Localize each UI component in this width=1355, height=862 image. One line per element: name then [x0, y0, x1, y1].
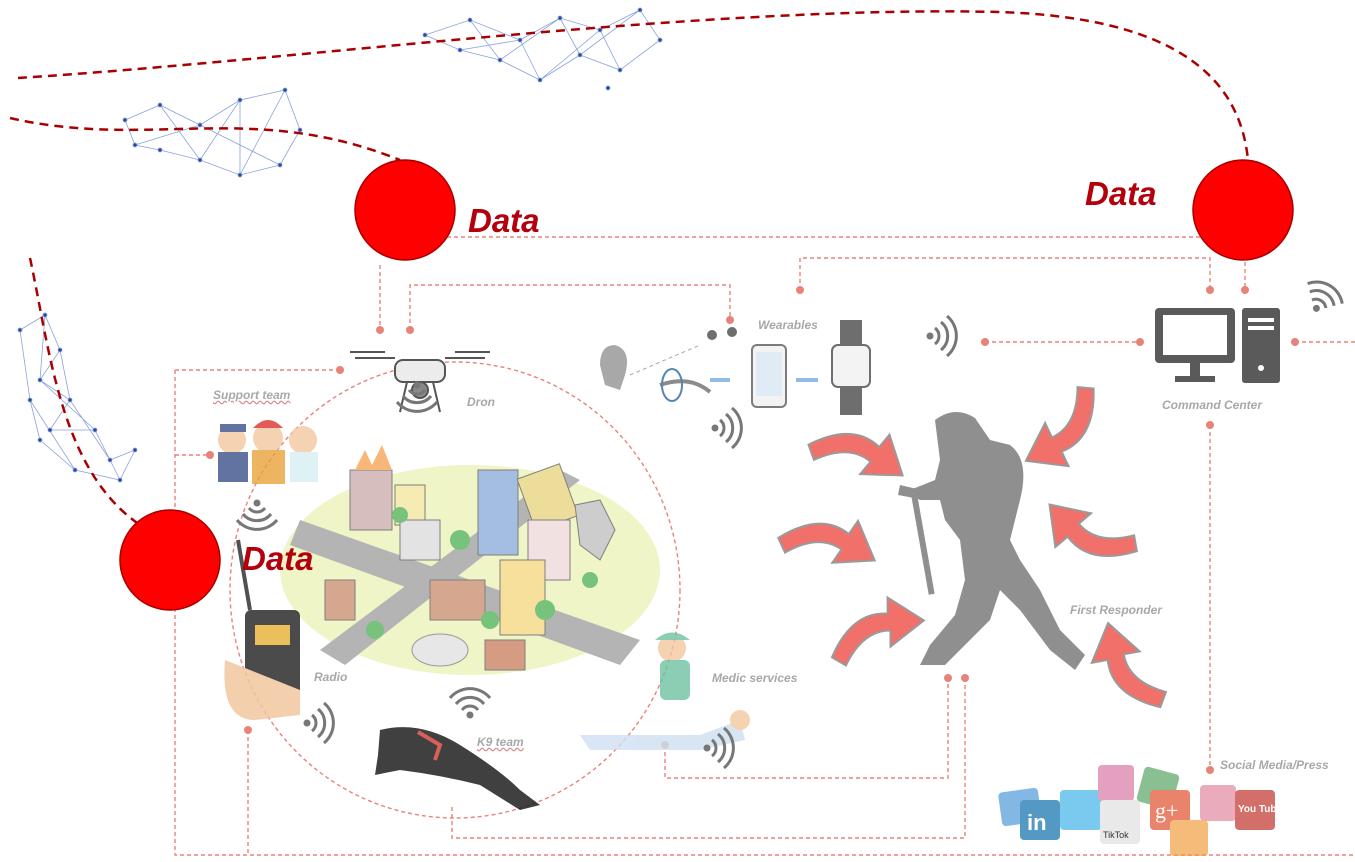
- city-illustration: [280, 445, 660, 675]
- wearables-label: Wearables: [758, 318, 818, 332]
- k9-signal-icon: [448, 687, 492, 720]
- data-label-top: Data: [468, 202, 540, 239]
- arrow-left-mid: [775, 513, 879, 568]
- arrow-right-low: [1077, 618, 1177, 724]
- wearables-illustration: [600, 320, 871, 415]
- google-plus-icon-text: g+: [1155, 798, 1178, 823]
- network-mesh-upper-left: [122, 87, 303, 178]
- medic-icon: [580, 632, 750, 750]
- network-mesh-left: [17, 312, 138, 483]
- arrow-right-top: [1020, 376, 1115, 484]
- dron-label: Dron: [467, 395, 495, 409]
- radio-signal-icon: [302, 701, 335, 745]
- k9-dog-icon: [375, 727, 540, 810]
- medic-services-label: Medic services: [712, 671, 798, 685]
- social-media-press-label: Social Media/Press: [1220, 758, 1329, 772]
- data-label-right: Data: [1085, 175, 1157, 212]
- center-signal-icon: [925, 314, 958, 358]
- network-mesh-top: [422, 7, 663, 91]
- data-node-right: [1192, 159, 1294, 261]
- support-team-label: Support team: [213, 388, 291, 402]
- arrow-right-mid: [1035, 497, 1145, 575]
- first-responder-silhouette: [898, 411, 1085, 670]
- k9-team-label: K9 team: [477, 735, 524, 749]
- support-team-icon: [218, 420, 318, 484]
- data-node-left: [119, 509, 221, 611]
- linkedin-icon-text: in: [1027, 810, 1047, 835]
- command-center-label: Command Center: [1162, 398, 1263, 412]
- data-label-left: Data: [242, 540, 314, 577]
- first-responder-label: First Responder: [1070, 603, 1163, 617]
- drone-icon: [350, 351, 490, 413]
- command-center-signal-icon: [1295, 273, 1349, 323]
- wearables-signal-icon: [710, 406, 743, 450]
- tiktok-icon-text: TikTok: [1103, 830, 1129, 840]
- arrow-left-top: [804, 420, 911, 483]
- support-signal-icon: [235, 498, 279, 531]
- data-links: [9, 10, 1250, 527]
- radio-icon: [224, 539, 300, 720]
- radio-label: Radio: [314, 670, 348, 684]
- data-node-top: [354, 159, 456, 261]
- youtube-icon-text: You Tube: [1238, 804, 1283, 815]
- command-center-icon: [1155, 308, 1280, 383]
- arrow-left-low: [819, 586, 928, 676]
- social-media-icons: [998, 765, 1275, 856]
